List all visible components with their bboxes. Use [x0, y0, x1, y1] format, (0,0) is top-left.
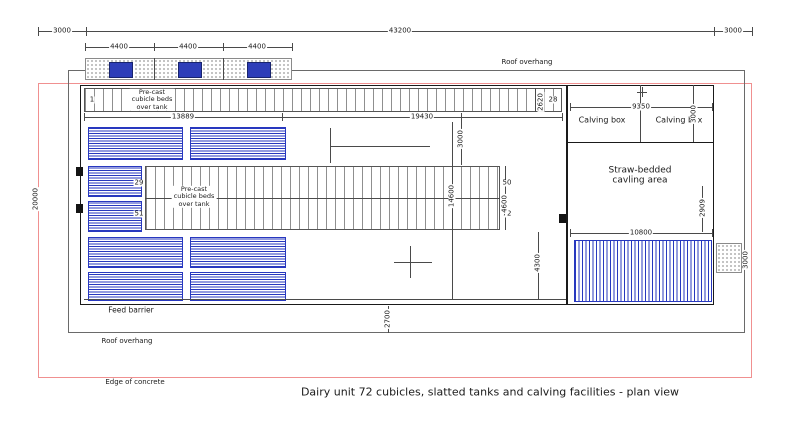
internal-wall-calving [566, 85, 568, 305]
cubicle-row-middle-centerline [145, 198, 500, 199]
dim-label-10800: 10800 [628, 228, 654, 237]
slatted-tank-block [88, 166, 142, 197]
dim-tick [292, 43, 293, 51]
dim-label-14600: 14600 [447, 183, 456, 209]
slatted-tank-block [88, 272, 183, 301]
cubicle-number-29: 29 [133, 178, 145, 187]
straw-bedded-area-label: Straw-bedded cavling area [608, 165, 672, 186]
wall-pier [559, 214, 566, 223]
dim-label-2620: 2620 [536, 92, 545, 112]
roof-overhang-outline [68, 70, 745, 333]
dim-label-bay-2: 4400 [178, 42, 198, 51]
calving-box-left-label: Calving box [578, 115, 626, 125]
gate-marker-cross [637, 92, 647, 93]
dim-line-tank-length [452, 122, 453, 300]
wall-pier [76, 167, 83, 176]
column-block [247, 62, 271, 78]
dim-label-2909: 2909 [698, 198, 707, 218]
dim-tick [562, 113, 563, 121]
dim-line-top-row [84, 117, 562, 118]
feed-barrier-line [84, 299, 566, 300]
dim-label-13889: 13889 [170, 112, 196, 121]
cubicle-number-51: 51 [133, 209, 145, 218]
cubicle-number-last: 28 [547, 95, 559, 104]
cubicle-number-first: 1 [88, 95, 96, 104]
cubicle-number-50: 50 [501, 178, 513, 187]
edge-of-concrete-label: Edge of concrete [105, 377, 165, 386]
dim-tick [154, 43, 155, 51]
precast-note-top: Pre-cast cubicle beds over tank [129, 87, 175, 112]
slatted-tank-block [190, 127, 286, 160]
dim-tick [570, 229, 571, 237]
dim-label-9350: 9350 [631, 102, 651, 111]
dim-tick [38, 27, 39, 36]
apron-divider [154, 58, 155, 80]
roof-overhang-label-bottom: Roof overhang [101, 336, 153, 345]
column-block [178, 62, 202, 78]
dim-label-3000-left: 3000 [52, 26, 72, 35]
dim-label-2700: 2700 [383, 309, 392, 329]
dim-label-20000: 20000 [31, 186, 40, 212]
slatted-tank-collecting-area [574, 240, 712, 302]
dim-tick [712, 229, 713, 237]
dim-label-19430: 19430 [409, 112, 435, 121]
internal-wall-calving-boxes [566, 142, 714, 143]
slatted-tank-block [88, 201, 142, 232]
dim-line-row-depth [535, 88, 536, 112]
dim-label-bay-1: 4400 [109, 42, 129, 51]
feed-barrier-label: Feed barrier [108, 305, 154, 315]
dim-tick [223, 43, 224, 51]
dim-tick [86, 27, 87, 36]
concrete-pad-right [716, 243, 742, 273]
edge-of-concrete-boundary [38, 83, 752, 378]
dim-label-bay-3: 4400 [247, 42, 267, 51]
dim-label-43200: 43200 [387, 26, 413, 35]
roof-overhang-label-top: Roof overhang [501, 57, 553, 66]
building-outer-wall [80, 85, 714, 305]
gate-line [394, 262, 432, 263]
dim-label-4300: 4300 [533, 253, 542, 273]
dim-tick [714, 27, 715, 36]
dim-tick [84, 113, 85, 121]
dim-tick [712, 103, 713, 111]
dim-label-4600: 4600 [500, 194, 509, 214]
column-block [109, 62, 133, 78]
gate-line [330, 146, 430, 147]
dim-tick [85, 43, 86, 51]
apron-divider [223, 58, 224, 80]
calving-box-right-label: Calving box [655, 115, 703, 125]
precast-note-middle: Pre-cast cubicle beds over tank [171, 184, 217, 209]
slatted-tank-block [88, 237, 183, 268]
drawing-caption: Dairy unit 72 cubicles, slatted tanks an… [300, 385, 680, 399]
calving-box-divider [640, 85, 641, 142]
wall-pier [76, 204, 83, 213]
dim-tick [282, 113, 283, 121]
gate-line [330, 128, 331, 163]
dim-tick [752, 27, 753, 36]
dim-label-3000-right: 3000 [723, 26, 743, 35]
dim-tick [570, 103, 571, 111]
slatted-tank-block [190, 272, 286, 301]
dim-label-calving-3000: 3000 [689, 104, 698, 124]
dim-label-br-3000: 3000 [741, 250, 750, 270]
slatted-tank-block [190, 237, 286, 268]
slatted-tank-block [88, 127, 183, 160]
dim-label-3000-mid: 3000 [456, 129, 465, 149]
